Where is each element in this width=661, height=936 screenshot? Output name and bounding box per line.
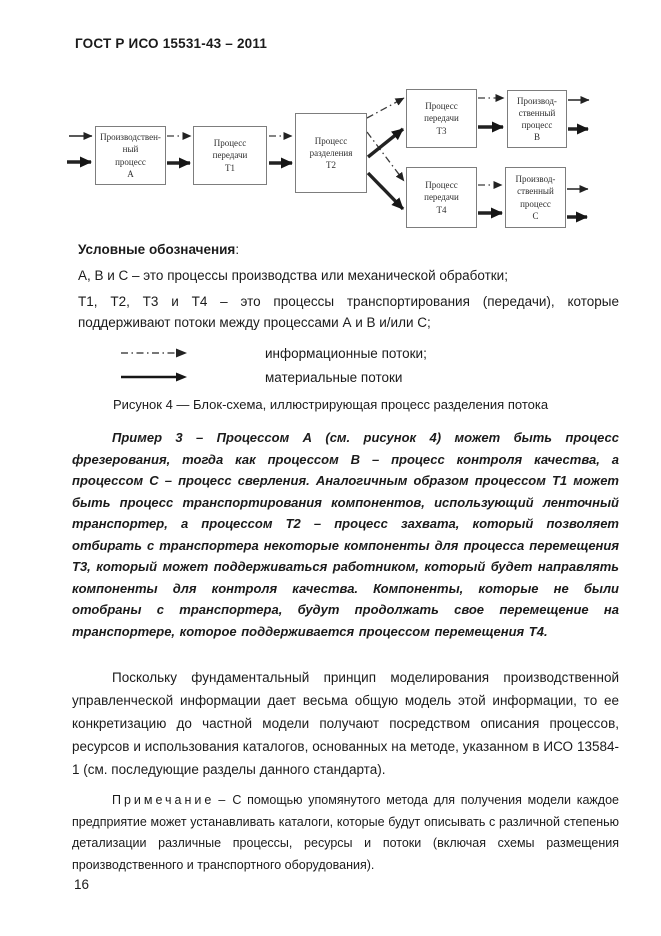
arrow-t2-t3-information <box>366 97 405 119</box>
legend-title-colon: : <box>235 242 240 257</box>
process-box-t3: Процесс передачи Т3 <box>406 89 477 148</box>
figure-4-diagram: Производствен- ный процесс А Процесс пер… <box>65 85 625 237</box>
figure-caption: Рисунок 4 — Блок-схема, иллюстрирующая п… <box>112 397 549 412</box>
body-paragraph: Поскольку фундаментальный принцип модели… <box>72 670 619 777</box>
information-flow-arrow-icon <box>121 348 187 358</box>
process-box-c: Производ- ственный процесс С <box>505 167 566 228</box>
legend-flow-material: материальные потоки <box>120 366 402 388</box>
flow-arrows-layer <box>67 94 590 223</box>
note-separator: – <box>218 793 226 807</box>
process-box-t2: Процесс разделения Т2 <box>295 113 367 193</box>
process-box-b: Производ- ственный процесс В <box>507 90 567 148</box>
arrow-t2-t4-material <box>366 171 405 211</box>
arrow-t2-t4-information <box>366 131 405 182</box>
page-number: 16 <box>74 877 90 892</box>
legend-flow-information: информационные потоки; <box>120 342 427 364</box>
process-box-t1: Процесс передачи Т1 <box>193 126 267 185</box>
note-label: Примечание <box>112 793 215 807</box>
page-header: ГОСТ Р ИСО 15531-43 – 2011 <box>75 36 268 51</box>
legend-item-t1-t4: Т1, Т2, Т3 и Т4 – это процессы транспорт… <box>78 294 619 330</box>
process-box-t4: Процесс передачи Т4 <box>406 167 477 228</box>
process-box-a: Производствен- ный процесс А <box>95 126 166 185</box>
legend-title: Условные обозначения: <box>78 242 239 257</box>
material-flow-arrow-icon <box>121 372 187 382</box>
legend-flow-label: информационные потоки; <box>265 345 427 361</box>
note-text: С помощью упомянутого метода для получен… <box>72 793 619 872</box>
arrow-t2-t3-material <box>366 127 405 159</box>
legend-item-abc: А, В и С – это процессы производства или… <box>78 268 508 283</box>
example-paragraph: Пример 3 – Процессом А (см. рисунок 4) м… <box>72 430 619 639</box>
legend-flow-label: материальные потоки <box>265 369 403 385</box>
legend-title-text: Условные обозначения <box>78 242 236 257</box>
note-paragraph: Примечание–С помощью упомянутого метода … <box>72 790 619 876</box>
